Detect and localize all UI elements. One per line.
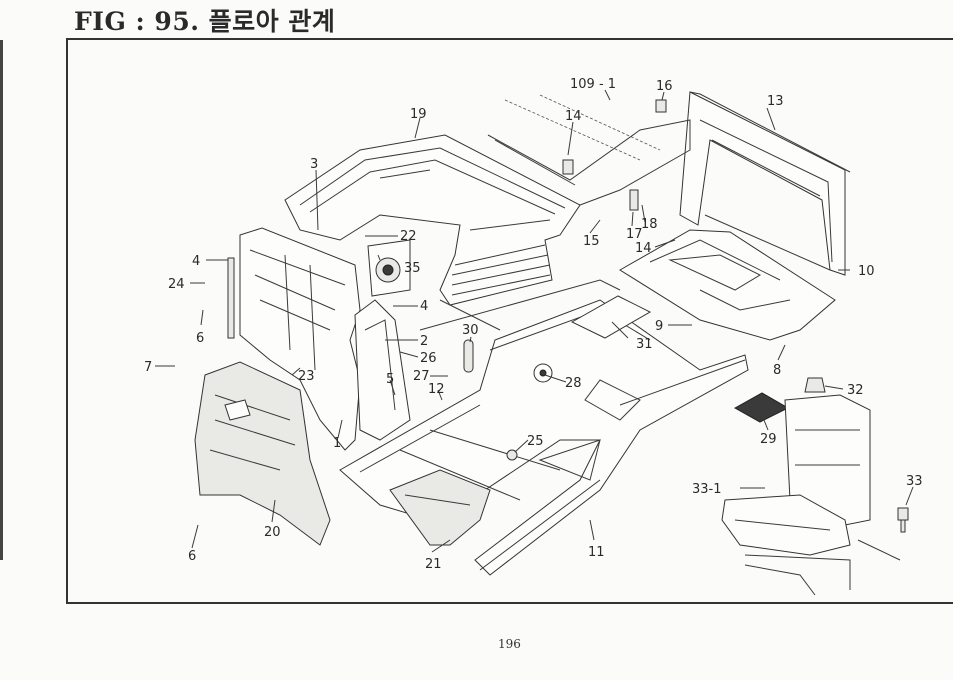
callout-13: 13 — [767, 94, 784, 109]
bolt-33 — [897, 507, 909, 533]
callout-29: 29 — [760, 432, 777, 447]
callout-8: 8 — [773, 363, 781, 378]
insulator-pad — [367, 239, 411, 297]
callout-2: 2 — [420, 334, 428, 349]
callout-7: 7 — [144, 360, 152, 375]
callout-9: 9 — [655, 319, 663, 334]
callout-4-upper: 4 — [192, 254, 200, 269]
callout-33: 33 — [906, 474, 923, 489]
callout-30: 30 — [462, 323, 479, 338]
front-bulkhead-panel — [227, 227, 411, 451]
callout-14-upper: 14 — [565, 109, 582, 124]
floor-mat-31 — [570, 295, 652, 339]
callout-10: 10 — [858, 264, 875, 279]
rear-cross-rail — [487, 94, 691, 211]
callout-15: 15 — [583, 234, 600, 249]
floor-insulator — [389, 469, 491, 546]
diagram-frame — [66, 38, 953, 604]
callout-31: 31 — [636, 337, 653, 352]
callout-23: 23 — [298, 369, 315, 384]
main-floor-frame — [339, 279, 749, 576]
callout-24: 24 — [168, 277, 185, 292]
plug-30 — [463, 339, 474, 373]
callout-17: 17 — [626, 227, 643, 242]
callout-18: 18 — [641, 217, 658, 232]
callout-35: 35 — [404, 261, 421, 276]
callout-32: 32 — [847, 383, 864, 398]
callout-3: 3 — [310, 157, 318, 172]
callout-16: 16 — [656, 79, 673, 94]
callout-6-upper: 6 — [196, 331, 204, 346]
floor-mat-29 — [733, 392, 790, 423]
middle-floor-pan — [619, 229, 836, 341]
callout-20: 20 — [264, 525, 281, 540]
callout-14-lower: 14 — [635, 241, 652, 256]
callout-109-1: 109 - 1 — [570, 77, 616, 92]
callout-25: 25 — [527, 434, 544, 449]
callout-19: 19 — [410, 107, 427, 122]
rear-floor-panel — [284, 134, 581, 306]
leader-lines — [155, 89, 914, 553]
callout-1: 1 — [333, 436, 341, 451]
figure-title: FIG : 95. 플로아 관계 — [74, 7, 336, 36]
callout-28: 28 — [565, 376, 582, 391]
cab-rear-panel — [679, 91, 851, 276]
callout-33-1: 33-1 — [692, 482, 722, 497]
page-number: 196 — [498, 637, 521, 651]
callout-22: 22 — [400, 229, 417, 244]
plug-32 — [804, 377, 826, 393]
callout-11: 11 — [588, 545, 605, 560]
page-edge-shadow — [0, 40, 3, 560]
callout-12: 12 — [428, 382, 445, 397]
callout-5: 5 — [386, 372, 394, 387]
callout-27: 27 — [413, 369, 430, 384]
callout-21: 21 — [425, 557, 442, 572]
callout-labels: 13 109 - 1 16 19 14 3 22 15 17 18 14 10 … — [144, 77, 923, 572]
callout-4-lower: 4 — [420, 299, 428, 314]
dash-insulator — [194, 361, 331, 546]
callout-26: 26 — [420, 351, 437, 366]
callout-6-lower: 6 — [188, 549, 196, 564]
seat-assembly — [721, 394, 901, 596]
